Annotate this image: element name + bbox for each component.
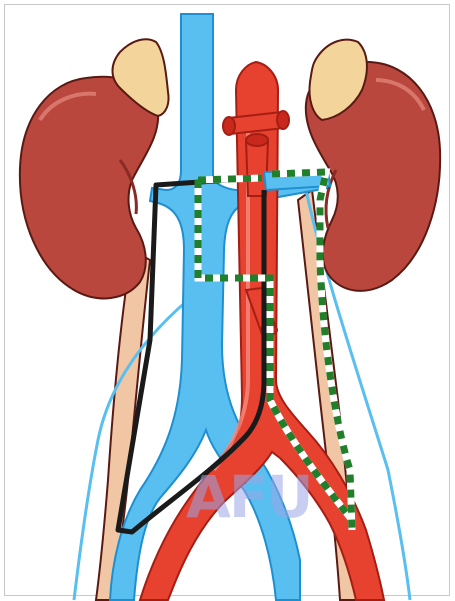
- celiac-trunk: [223, 111, 289, 135]
- right-kidney: [20, 77, 158, 299]
- watermark-logo: AFU: [186, 462, 306, 532]
